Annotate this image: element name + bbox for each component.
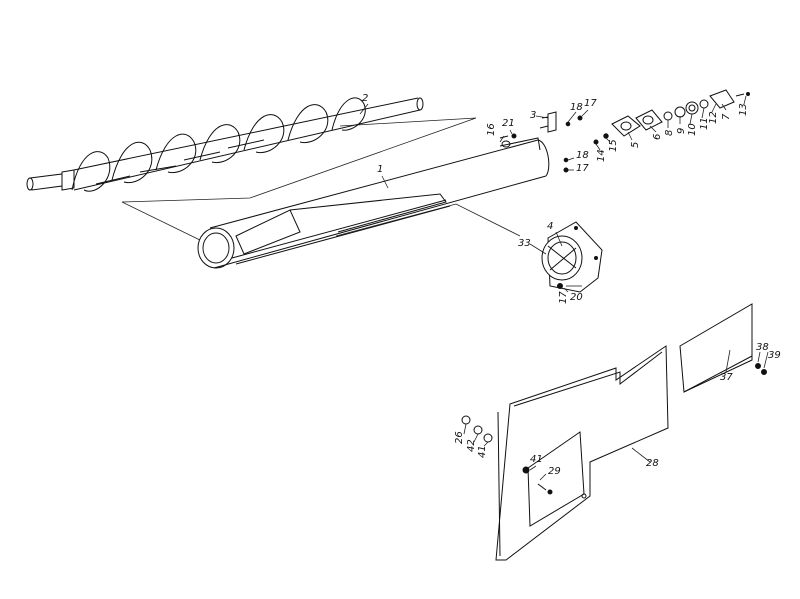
callout-3: 3 bbox=[530, 110, 536, 121]
callout-leaders bbox=[359, 95, 769, 481]
callout-10: 10 bbox=[687, 123, 698, 136]
callout-41-right: 41 bbox=[530, 454, 543, 465]
callout-14: 14 bbox=[596, 149, 607, 162]
callout-1: 1 bbox=[377, 164, 383, 175]
callout-26: 26 bbox=[454, 431, 465, 444]
callout-5: 5 bbox=[630, 142, 641, 148]
callout-12: 12 bbox=[708, 111, 719, 124]
callout-2: 2 bbox=[362, 93, 368, 104]
callout-16: 16 bbox=[486, 123, 497, 136]
callout-39: 39 bbox=[768, 350, 781, 361]
callout-17-top: 17 bbox=[584, 98, 597, 109]
callout-8: 8 bbox=[664, 130, 675, 136]
callout-18-mid: 18 bbox=[576, 150, 589, 161]
callout-42: 42 bbox=[466, 439, 477, 452]
callout-37: 37 bbox=[720, 372, 733, 383]
callout-38: 38 bbox=[756, 342, 769, 353]
callout-28: 28 bbox=[646, 458, 659, 469]
callout-13: 13 bbox=[738, 103, 749, 116]
bearing-housing bbox=[541, 221, 603, 293]
callout-11: 11 bbox=[699, 117, 710, 130]
auger-shaft bbox=[26, 97, 424, 192]
small-fasteners bbox=[499, 115, 609, 173]
callout-29: 29 bbox=[548, 466, 561, 477]
callout-41-left: 41 bbox=[477, 445, 488, 458]
side-panel-28 bbox=[495, 345, 669, 561]
callout-15: 15 bbox=[608, 139, 619, 152]
cover-plate-37 bbox=[679, 303, 753, 393]
callout-33: 33 bbox=[518, 238, 531, 249]
callout-6: 6 bbox=[652, 134, 663, 140]
callout-7: 7 bbox=[721, 113, 732, 120]
flange-bearing-parts bbox=[611, 89, 750, 137]
callout-4: 4 bbox=[547, 221, 553, 232]
bracket-3 bbox=[539, 111, 557, 133]
callout-9: 9 bbox=[676, 128, 687, 134]
callout-17-mid: 17 bbox=[576, 163, 589, 174]
auger-tube bbox=[197, 137, 550, 269]
leader-line bbox=[121, 117, 477, 243]
bolt-hardware bbox=[461, 363, 767, 495]
callout-20: 20 bbox=[570, 292, 583, 303]
callout-labels: 2 1 3 4 33 18 17 18 17 17 20 16 21 14 15… bbox=[362, 93, 781, 477]
leader-line bbox=[335, 203, 521, 237]
callout-21: 21 bbox=[502, 118, 515, 129]
callout-18-top: 18 bbox=[570, 102, 583, 113]
callout-17-low: 17 bbox=[558, 291, 569, 304]
